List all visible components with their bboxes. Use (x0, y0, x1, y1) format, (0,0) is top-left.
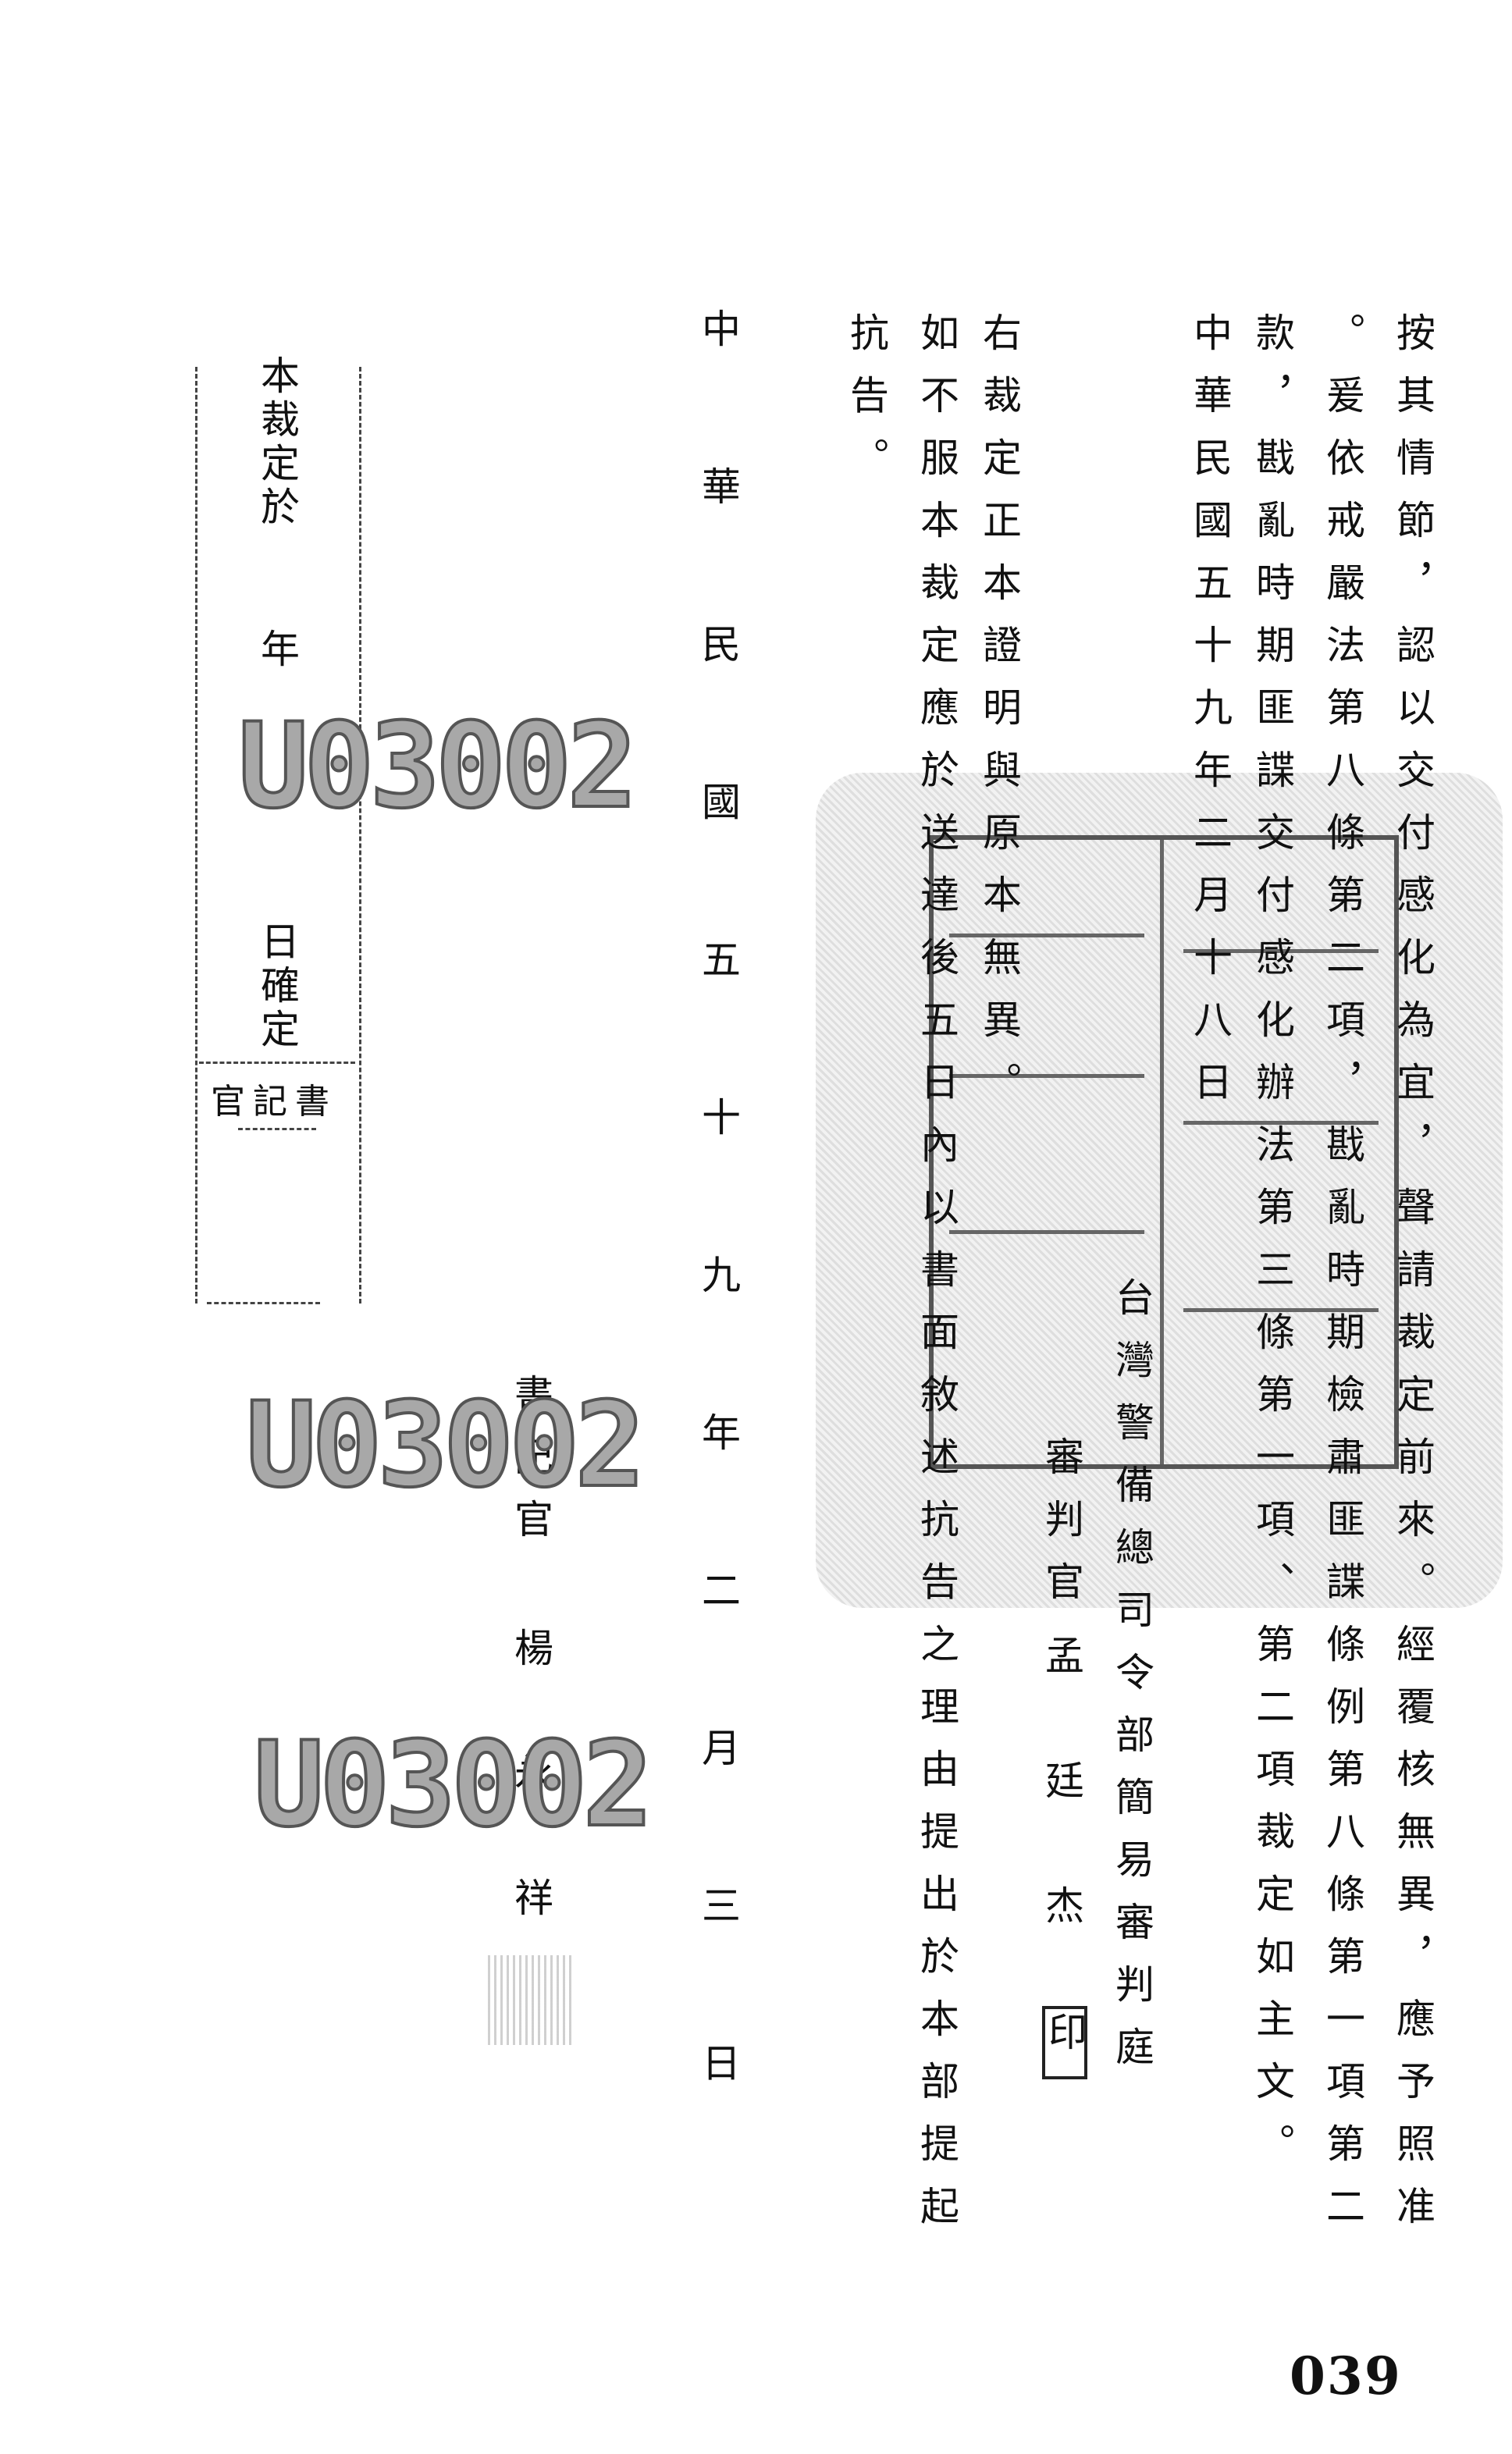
seal-stroke (1183, 1121, 1379, 1125)
box-left-border (195, 367, 197, 1303)
clerk-seal (488, 1955, 574, 2045)
box-divider (238, 1128, 316, 1130)
clerk-name: 楊永祥 (508, 1627, 553, 2002)
body-text-column-2: 。爰依戒嚴法第八條第二項，戡亂時期檢肅匪諜條例第八條第一項第二 (1320, 312, 1365, 2248)
box-divider (199, 1062, 355, 1064)
appeal-instructions-end: 抗告。 (844, 312, 889, 500)
seal-stroke (1183, 1308, 1379, 1312)
seal-stroke (949, 934, 1144, 937)
court-name: 台灣警備總司令部簡易審判庭 (1109, 1277, 1154, 2089)
watermark: U03002 (252, 1716, 655, 1855)
finality-year: 年 (254, 628, 300, 691)
judge-seal: 印 (1042, 2006, 1087, 2079)
finality-text: 本裁定於 (254, 355, 300, 530)
finality-clerk-label: 書記官 (211, 1082, 337, 1122)
seal-stroke (1183, 949, 1379, 953)
box-bottom-border (207, 1302, 320, 1304)
body-text-column-1: 按其情節，認以交付感化為宜，聲請裁定前來。經覆核無異，應予照准 (1390, 312, 1436, 2248)
appeal-instructions: 如不服本裁定應於送達後五日內以書面敘述抗告之理由提出於本部提起 (914, 312, 959, 2248)
judge-title: 審判官 (1039, 1436, 1084, 1624)
certified-copy-note: 右裁定正本證明與原本無異。 (977, 312, 1022, 1124)
box-right-border (359, 367, 361, 1303)
page-number: 039 (1290, 2346, 1402, 2406)
seal-divider (1160, 840, 1164, 1464)
copy-date: 中華民國五十九年二月三日 (696, 308, 741, 2200)
watermark: U03002 (244, 1376, 647, 1515)
ruling-date: 中華民國五十九年二月十八日 (1187, 312, 1233, 1124)
official-seal-border (929, 835, 1399, 1469)
judge-name: 孟廷杰 (1039, 1635, 1084, 2010)
clerk-title: 書記官 (508, 1374, 553, 1561)
seal-stroke (949, 1074, 1144, 1078)
watermark: U03002 (237, 697, 639, 836)
finality-date: 日確定 (254, 921, 300, 1052)
body-text-column-3: 款，戡亂時期匪諜交付感化辦法第三條第一項、第二項裁定如主文。 (1250, 312, 1295, 2185)
seal-stroke (949, 1230, 1144, 1234)
